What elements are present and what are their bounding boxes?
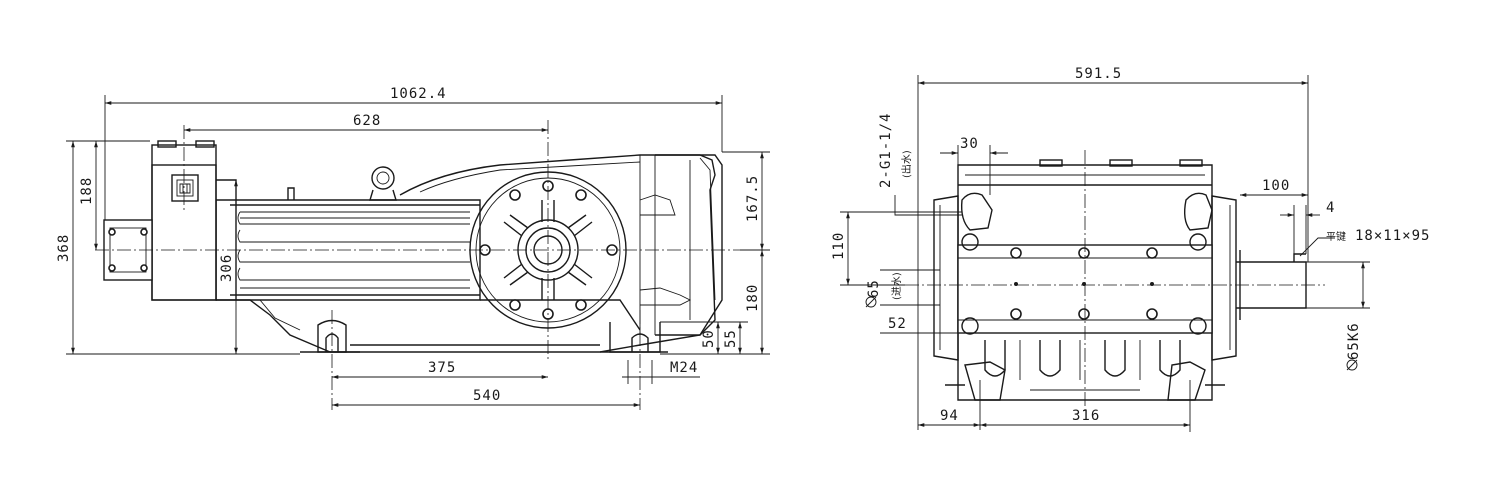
dim-foot-offset: 94 <box>940 408 959 424</box>
dim-overall-height: 368 <box>56 234 72 262</box>
dim-foot-spacing-2: 540 <box>473 388 501 404</box>
dim-inlet-height: 52 <box>888 316 907 332</box>
label-inlet-note: (进水) <box>891 272 903 300</box>
dim-foot-spacing-1: 375 <box>428 360 456 376</box>
dim-shaft-extension: 100 <box>1262 178 1290 194</box>
dim-overall-length: 1062.4 <box>390 86 447 102</box>
side-view: 1062.4 628 368 188 306 167.5 180 <box>56 86 770 410</box>
front-view: 591.5 30 2-G1-1/4 (出水) 110 65 (进水) 52 <box>831 66 1430 432</box>
side-view-dimensions: 1062.4 628 368 188 306 167.5 180 <box>56 86 770 407</box>
pump-head <box>103 140 237 301</box>
dim-overall-width: 591.5 <box>1075 66 1122 82</box>
dim-port-offset: 30 <box>960 136 979 152</box>
dim-inlet-dia: 65 <box>866 279 882 298</box>
side-view-frame <box>215 154 723 353</box>
front-view-dimensions: 591.5 30 2-G1-1/4 (出水) 110 65 (进水) 52 <box>831 66 1430 432</box>
dim-port-spacing: 110 <box>831 232 847 260</box>
dim-key-size: 18×11×95 <box>1355 228 1430 244</box>
label-port-outlet: 2-G1-1/4 <box>878 113 894 188</box>
dim-shaft-to-base: 180 <box>745 284 761 312</box>
label-key: 平键 <box>1326 230 1346 243</box>
dim-foot-width: 316 <box>1072 408 1100 424</box>
dim-head-height: 188 <box>79 177 95 205</box>
dim-foot-height-2: 55 <box>723 329 739 348</box>
dim-key-depth: 4 <box>1326 200 1335 216</box>
dim-shaft-dia: 65K6 <box>1346 322 1362 360</box>
dim-bolt-thread: M24 <box>670 360 698 376</box>
dim-crank-offset: 628 <box>353 113 381 129</box>
dim-center-height: 306 <box>219 254 235 282</box>
label-port-outlet-note: (出水) <box>900 150 913 178</box>
dim-foot-height-1: 50 <box>701 329 717 348</box>
dim-top-to-shaft: 167.5 <box>745 175 761 222</box>
